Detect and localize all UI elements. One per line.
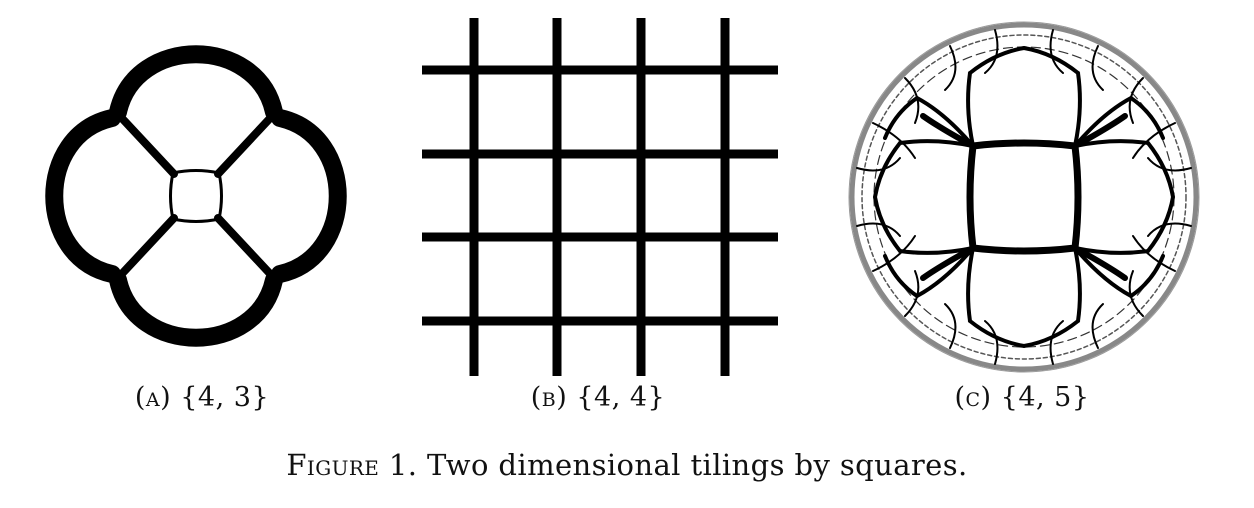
connector-bottom-left xyxy=(114,214,178,282)
petal-arc-left xyxy=(45,109,121,283)
petal-arc-top xyxy=(109,45,283,121)
petal-arc-bottom xyxy=(109,271,283,347)
scallop-arcs xyxy=(856,29,1192,365)
figure-caption: Figure 1. Two dimensional tilings by squ… xyxy=(0,448,1254,482)
second-layer-edges xyxy=(872,45,1176,349)
figure-number: Figure 1. xyxy=(286,448,418,482)
tiling-4-3-svg xyxy=(45,45,347,347)
subfigure-letter: (c) xyxy=(954,382,992,413)
disk-boundary xyxy=(848,21,1200,373)
subfigure-label-a: (a) {4, 3} xyxy=(52,382,352,413)
tiling-4-4-svg xyxy=(422,18,778,376)
central-square xyxy=(966,139,1082,255)
subfigure-letter: (b) xyxy=(530,382,568,413)
first-ring-spokes xyxy=(920,113,1128,281)
boundary-ring-inner xyxy=(873,46,1175,348)
subfigure-letter: (a) xyxy=(134,382,172,413)
connector-top-right xyxy=(214,110,278,178)
tiling-4-4-figure xyxy=(420,18,780,376)
schlafli-symbol: {4, 3} xyxy=(180,382,270,413)
connector-bottom-right xyxy=(214,214,278,282)
petal-arc-right xyxy=(271,109,347,283)
subfigure-label-b: (b) {4, 4} xyxy=(448,382,748,413)
subfigure-label-c: (c) {4, 5} xyxy=(872,382,1172,413)
schlafli-symbol: {4, 4} xyxy=(576,382,666,413)
boundary-ring-mid xyxy=(861,34,1187,360)
tiling-4-5-svg xyxy=(848,21,1200,373)
tiling-4-5-figure xyxy=(845,18,1203,376)
caption-text: Two dimensional tilings by squares. xyxy=(427,448,968,482)
schlafli-symbol: {4, 5} xyxy=(1000,382,1090,413)
tiling-4-3-figure xyxy=(40,40,352,352)
connector-top-left xyxy=(114,110,178,178)
boundary-ring-outer xyxy=(849,22,1199,372)
inner-square xyxy=(169,169,223,223)
